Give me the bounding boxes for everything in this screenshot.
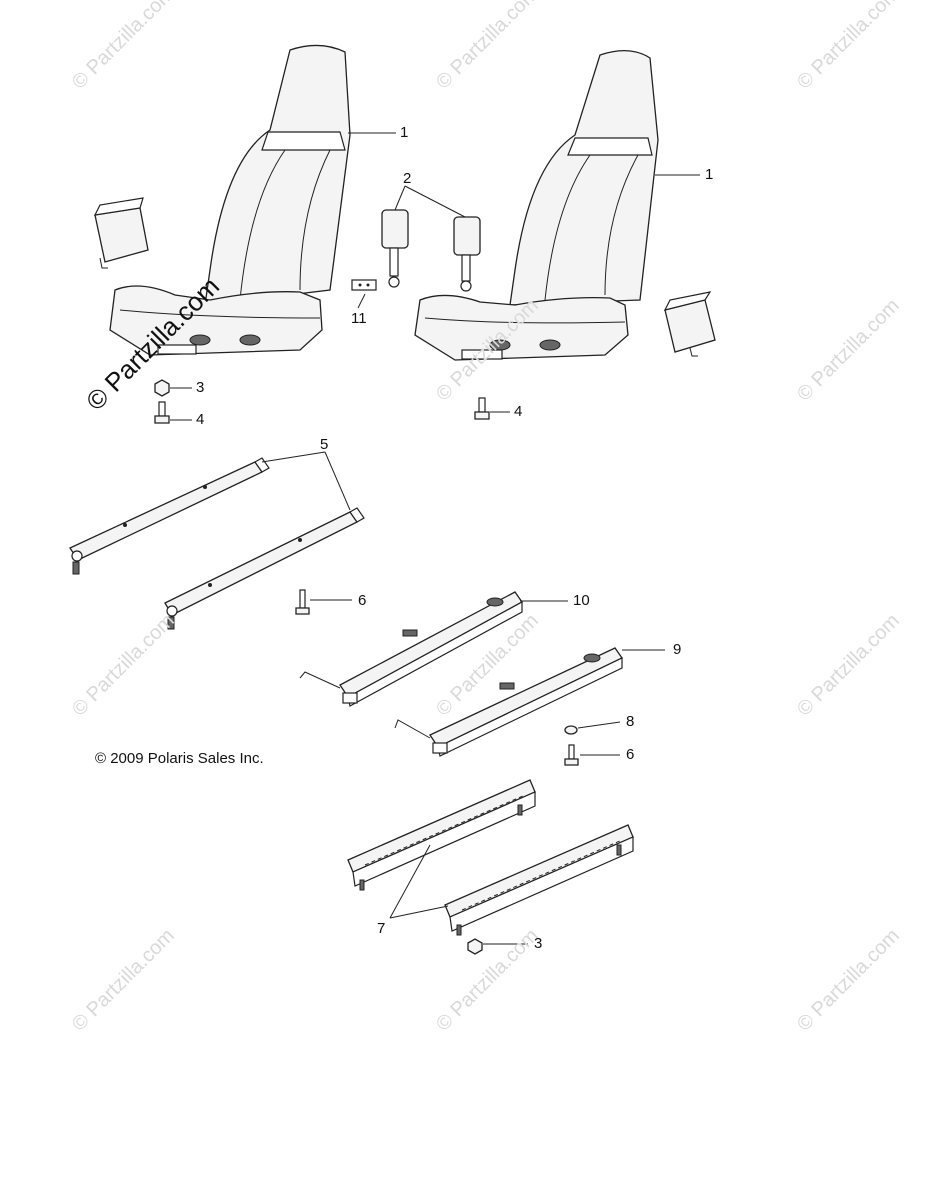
bolt-icon[interactable] (564, 744, 579, 766)
callout-1: 1 (705, 166, 714, 183)
callout-4: 4 (514, 403, 523, 420)
seat-slider-icon[interactable] (299, 591, 523, 707)
callout-6: 6 (358, 592, 367, 609)
seat-left-icon[interactable] (109, 44, 351, 356)
copyright-notice: © 2009 Polaris Sales Inc. (95, 750, 264, 767)
callout-5: 5 (320, 436, 329, 453)
callout-9: 9 (673, 641, 682, 658)
callout-7: 7 (377, 920, 386, 937)
callout-2: 2 (403, 170, 412, 187)
seat-rail-icon[interactable] (347, 779, 634, 936)
callout-11: 11 (351, 310, 367, 327)
seat-belt-retractor-icon (93, 197, 149, 269)
callout-1: 1 (400, 124, 409, 141)
leader-lines (170, 132, 700, 945)
bolt-icon[interactable] (295, 589, 310, 615)
washer-icon[interactable] (564, 725, 578, 735)
callout-8: 8 (626, 713, 635, 730)
label-icon[interactable] (351, 279, 377, 291)
callout-10: 10 (573, 592, 590, 609)
callout-3: 3 (196, 379, 205, 396)
nut-icon[interactable] (154, 379, 170, 397)
bolt-icon[interactable] (154, 401, 170, 424)
nut-icon[interactable] (467, 938, 483, 955)
bolt-icon[interactable] (474, 397, 490, 420)
seat-belt-buckle-icon[interactable] (381, 209, 481, 292)
callout-6: 6 (626, 746, 635, 763)
seat-bracket-icon[interactable] (69, 457, 365, 630)
seat-right-icon[interactable] (414, 50, 659, 361)
callout-4: 4 (196, 411, 205, 428)
seat-slider-icon[interactable] (394, 647, 623, 757)
seat-belt-retractor-icon (663, 291, 716, 357)
callout-3: 3 (534, 935, 543, 952)
